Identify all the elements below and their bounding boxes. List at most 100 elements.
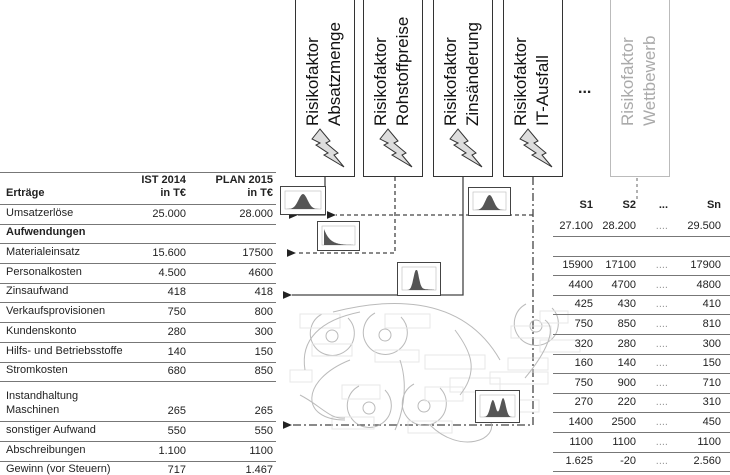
risk-factor-box: Risikofaktor IT-Ausfall <box>503 0 563 177</box>
ist-value: 550 <box>167 424 186 437</box>
header-ist-2014: IST 2014 in T€ <box>141 174 186 199</box>
scenario-header-cell: ... <box>658 199 668 211</box>
scenario-value: 1.625 <box>565 455 593 468</box>
scenario-value: 310 <box>702 396 721 409</box>
table-row: sonstiger Aufwand 550 550 <box>0 422 276 442</box>
variable-label-box <box>311 343 353 357</box>
scenario-value: 15900 <box>562 259 593 272</box>
table-header: Erträge IST 2014 in T€ PLAN 2015 in T€ <box>0 173 276 205</box>
scenario-value: 270 <box>574 396 593 409</box>
row-label: Personalkosten <box>6 265 82 278</box>
scenario-value: .... <box>655 357 668 370</box>
lightning-icon <box>311 128 345 168</box>
scenario-value: -20 <box>620 455 636 468</box>
scenario-header-cell: S2 <box>622 199 636 211</box>
risk-factor-label: Risikofaktor IT-Ausfall <box>511 37 552 126</box>
scenario-value: .... <box>655 435 668 448</box>
plan-value: 17500 <box>242 247 273 260</box>
scenario-value: 710 <box>702 376 721 389</box>
scenario-value: 17900 <box>690 259 721 272</box>
variable-label-box <box>424 386 464 402</box>
causal-link <box>394 359 405 431</box>
connector-zinsaenderung <box>282 177 464 299</box>
risk-factor-label: Risikofaktor Zinsänderung <box>441 22 482 126</box>
ist-value: 280 <box>167 325 186 338</box>
risk-factor-box: Risikofaktor Zinsänderung <box>433 0 493 177</box>
risk-factor-box: Risikofaktor Absatzmenge <box>295 0 355 177</box>
scenario-value: 1100 <box>569 435 593 448</box>
plan-value: 1.467 <box>245 464 273 475</box>
risk-factor-box: Risikofaktor Wettbewerb <box>610 0 670 177</box>
histogram-bars <box>404 270 434 290</box>
header-ertraege: Erträge <box>6 187 45 199</box>
scenario-value: 1100 <box>612 435 636 448</box>
distribution-histogram <box>397 262 441 296</box>
header-plan-2015: PLAN 2015 in T€ <box>215 174 273 199</box>
plan-value: 265 <box>254 405 273 418</box>
scenario-row: 1.625-20....2.560 <box>553 453 730 473</box>
plan-value: 1100 <box>249 444 273 457</box>
connector-it-ausfall <box>282 177 534 429</box>
table-row: Personalkosten 4.500 4600 <box>0 264 276 284</box>
scenario-value: 150 <box>702 357 721 370</box>
plan-value: 418 <box>254 286 273 299</box>
plan-value: 800 <box>254 306 273 319</box>
risk-factor-label: Risikofaktor Wettbewerb <box>618 35 659 126</box>
scenario-value: 900 <box>617 376 636 389</box>
histogram-bars <box>482 398 513 417</box>
causal-link <box>429 419 493 443</box>
connector-rohstoffpreise <box>286 177 396 257</box>
scenario-value: 2500 <box>611 415 636 428</box>
ist-value: 4.500 <box>158 266 186 279</box>
scenario-value: 140 <box>617 357 636 370</box>
plan-value: 4600 <box>248 266 273 279</box>
row-label: Hilfs- und Betriebsstoffe <box>6 344 123 357</box>
scenario-value: 4800 <box>696 278 721 291</box>
row-label: sonstiger Aufwand <box>6 423 96 436</box>
scenario-value: 810 <box>702 317 721 330</box>
variable-label-box <box>289 369 313 383</box>
ist-value: 265 <box>167 405 186 418</box>
variable-label-box <box>539 310 569 324</box>
plan-value: 550 <box>254 424 273 437</box>
lightning-icon <box>519 128 553 168</box>
row-label: Zinsaufwand <box>6 285 69 298</box>
variable-label-box <box>489 371 549 385</box>
variable-label-box <box>539 339 581 353</box>
scenario-value: 320 <box>574 337 593 350</box>
scenario-value: 2.560 <box>693 455 721 468</box>
ist-value: 140 <box>167 345 186 358</box>
distribution-histogram <box>280 186 326 215</box>
scenario-value: .... <box>655 337 668 350</box>
scenario-value: .... <box>655 278 668 291</box>
scenario-value: .... <box>655 317 668 330</box>
risk-factor-label: Risikofaktor Rohstoffpreise <box>371 16 412 126</box>
row-label: Abschreibungen <box>6 443 86 456</box>
causal-link <box>454 329 472 396</box>
ist-value: 750 <box>167 306 186 319</box>
scenario-value: .... <box>655 259 668 272</box>
variable-label-box <box>331 416 375 430</box>
loop-marker <box>417 399 431 413</box>
scenario-row <box>553 237 730 257</box>
histogram-bars <box>287 194 319 209</box>
feedback-loop <box>401 383 447 426</box>
variable-label-box <box>384 313 431 329</box>
causal-loop-diagram <box>289 303 581 443</box>
scenario-value: 750 <box>574 317 593 330</box>
plan-value: 850 <box>254 365 273 378</box>
scenario-header-cell: S1 <box>579 199 593 211</box>
distribution-histogram <box>317 221 360 251</box>
row-label: Aufwendungen <box>6 226 86 239</box>
